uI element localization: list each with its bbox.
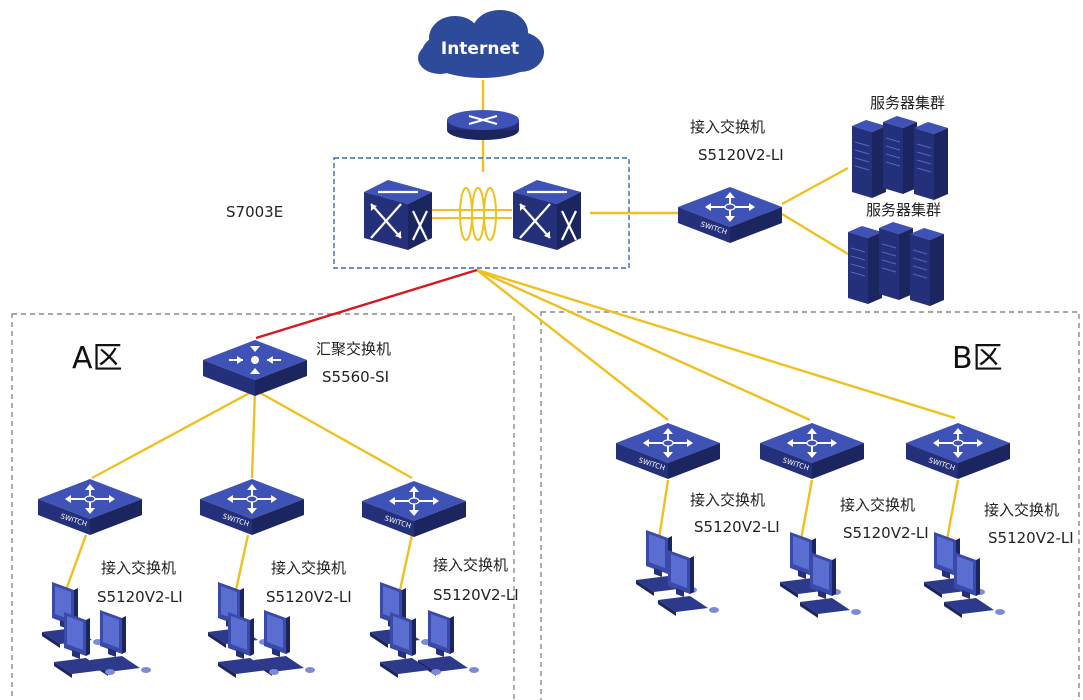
link-aggregation-rings: [432, 187, 512, 241]
zone-a-border: [11, 313, 515, 700]
core-switch-right-icon: [511, 178, 583, 252]
link-b2-pc: [798, 479, 814, 546]
link-core-aggregation: [255, 268, 478, 340]
access-b2-label-line1: 接入交换机: [840, 496, 916, 514]
aggregation-label-line2: S5560-SI: [322, 368, 390, 386]
access-b3-label-line1: 接入交换机: [984, 501, 1060, 519]
access-b2-label-line2: S5120V2-LI: [843, 524, 929, 542]
server-cluster-1-label: 服务器集群: [870, 94, 946, 112]
access-switch-a2-icon: [199, 478, 305, 536]
link-core-b2: [476, 268, 811, 422]
zone-b-border: [540, 311, 1080, 700]
router-icon: [446, 109, 520, 141]
link-b1-pc: [656, 479, 670, 546]
access-b1-label-line1: 接入交换机: [690, 491, 766, 509]
link-server-access-cluster1: [781, 166, 849, 206]
server-access-switch-icon: [677, 186, 783, 244]
link-a1-pc: [64, 534, 88, 591]
access-b3-label-line2: S5120V2-LI: [988, 529, 1074, 547]
access-a3-label-line1: 接入交换机: [433, 556, 509, 574]
link-b3-pc: [944, 479, 960, 546]
server-cluster-2-icon: [847, 221, 945, 307]
access-switch-b2-icon: [759, 422, 865, 480]
aggregation-switch-icon: [203, 340, 307, 396]
link-a3-pc: [398, 534, 414, 591]
core-label: S7003E: [226, 203, 284, 221]
internet-cloud-icon: [418, 10, 544, 78]
access-b1-label-line2: S5120V2-LI: [694, 518, 780, 536]
link-server-access-cluster2: [781, 212, 849, 256]
access-a1-label-line2: S5120V2-LI: [97, 588, 183, 606]
server-cluster-1-icon: [851, 115, 949, 201]
internet-label: Internet: [441, 39, 519, 59]
zone-b-label: B区: [952, 341, 1003, 376]
aggregation-label-line1: 汇聚交换机: [316, 340, 392, 358]
access-switch-a1-icon: [37, 478, 143, 536]
workstations-b2-icon: [780, 532, 861, 618]
access-switch-a3-icon: [361, 480, 467, 538]
access-switch-b1-icon: [615, 422, 721, 480]
access-a3-label-line2: S5120V2-LI: [433, 586, 519, 604]
access-a2-label-line2: S5120V2-LI: [266, 588, 352, 606]
server-access-label-line1: 接入交换机: [690, 118, 766, 136]
link-core-b3: [476, 268, 956, 420]
links: [64, 80, 960, 591]
server-access-label-line2: S5120V2-LI: [698, 146, 784, 164]
workstations-b1-icon: [636, 530, 719, 616]
core-box: [333, 157, 630, 269]
link-agg-a3: [254, 388, 413, 480]
access-a1-label-line1: 接入交换机: [101, 559, 177, 577]
link-core-b1: [476, 269, 669, 421]
link-agg-a2: [250, 389, 257, 479]
link-agg-a1: [91, 388, 256, 480]
access-switch-b3-icon: [905, 422, 1011, 480]
zone-a-label: A区: [72, 341, 123, 376]
server-cluster-2-label: 服务器集群: [866, 201, 942, 219]
link-a2-pc: [234, 534, 250, 591]
access-a2-label-line1: 接入交换机: [271, 559, 347, 577]
core-switch-left-icon: [362, 178, 434, 252]
